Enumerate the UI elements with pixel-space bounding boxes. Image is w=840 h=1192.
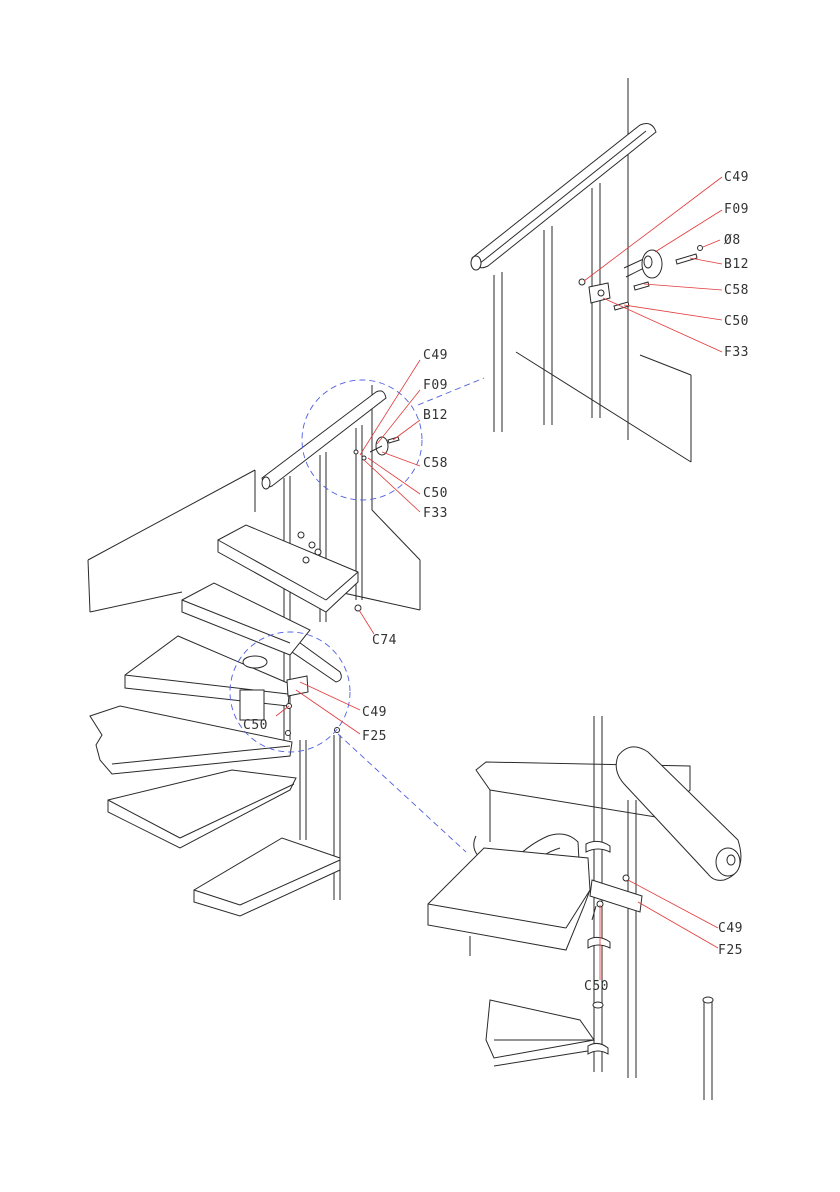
label-c50-top: C50 bbox=[724, 314, 749, 329]
label-f25-bottom: F25 bbox=[718, 943, 743, 958]
label-b12-top: B12 bbox=[724, 257, 749, 272]
label-c49-bottom: C49 bbox=[718, 921, 743, 936]
label-c50-overview-lower: C50 bbox=[243, 718, 268, 733]
label-c50-bottom: C50 bbox=[584, 979, 609, 994]
label-f25-overview: F25 bbox=[362, 729, 387, 744]
label-c49-overview: C49 bbox=[423, 348, 448, 363]
label-c50-overview: C50 bbox=[423, 486, 448, 501]
label-f33-top: F33 bbox=[724, 345, 749, 360]
label-c58-top: C58 bbox=[724, 283, 749, 298]
stair-overview: C49 F09 B12 C58 C50 F33 C74 C49 F25 C50 bbox=[88, 348, 484, 916]
label-c74-overview: C74 bbox=[372, 633, 397, 648]
label-o8-top: Ø8 bbox=[724, 233, 741, 248]
label-b12-overview: B12 bbox=[423, 408, 448, 423]
label-f09-overview: F09 bbox=[423, 378, 448, 393]
label-c58-overview: C58 bbox=[423, 456, 448, 471]
label-f09-top: F09 bbox=[724, 202, 749, 217]
label-f33-overview: F33 bbox=[423, 506, 448, 521]
label-c49-overview-lower: C49 bbox=[362, 705, 387, 720]
detail-bottom-right: C49 F25 C50 bbox=[428, 716, 743, 1100]
detail-top-right: C49 F09 Ø8 B12 C58 C50 F33 bbox=[471, 78, 749, 462]
label-c49-top: C49 bbox=[724, 170, 749, 185]
